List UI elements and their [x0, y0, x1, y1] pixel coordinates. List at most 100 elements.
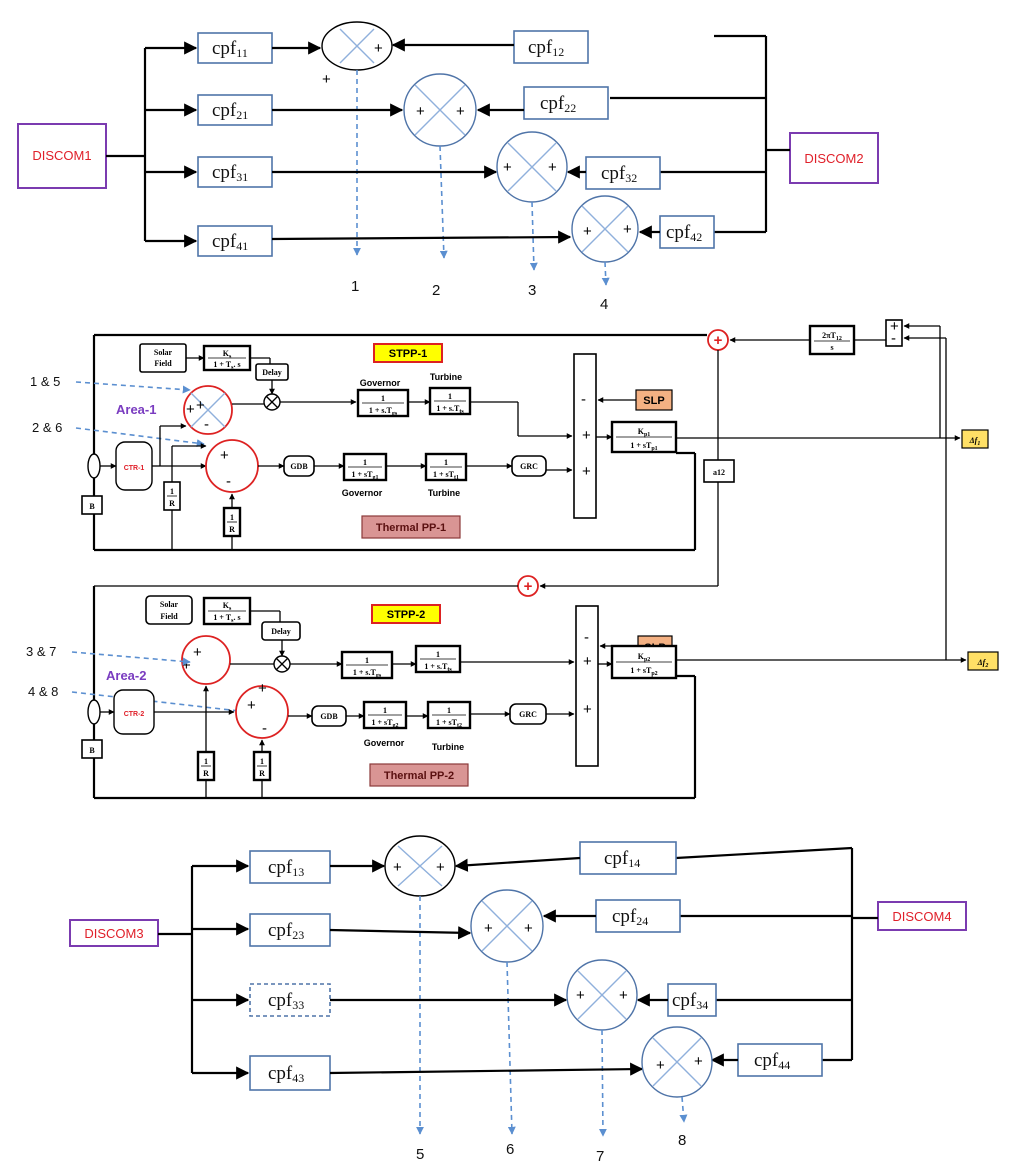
svg-text:-: -	[891, 330, 896, 347]
discom2-box	[789, 132, 879, 184]
svg-text:+: +	[193, 644, 202, 661]
svg-text:Governor: Governor	[342, 488, 383, 498]
discom1-box	[17, 123, 107, 189]
svg-text:Kp1: Kp1	[638, 427, 651, 438]
svg-text:cpf34: cpf34	[672, 990, 708, 1012]
a12-block	[703, 459, 735, 483]
svg-text:+: +	[583, 653, 592, 670]
stpp-1-label-box	[373, 343, 443, 363]
cpf44-block: cpf44	[737, 1043, 823, 1077]
svg-text:R: R	[229, 525, 235, 534]
sum-junction-4: + +	[271, 195, 660, 286]
svg-text:1: 1	[447, 706, 451, 715]
svg-text:+: +	[623, 221, 632, 238]
svg-text:1: 1	[363, 458, 367, 467]
svg-text:+: +	[393, 859, 402, 876]
cpf41-block: cpf41	[197, 225, 273, 257]
sum-junction-7: + +	[330, 959, 668, 1137]
area-1-model: Solar Field Ks 1 + Ts. s Delay STPP-1 + …	[30, 333, 989, 552]
svg-text:1: 1	[383, 706, 387, 715]
svg-text:+: +	[196, 397, 205, 414]
area-1-label: Area-1	[116, 402, 156, 417]
delay-block-2	[261, 621, 301, 641]
svg-text:1 + s.Tgs: 1 + s.Tgs	[353, 668, 382, 679]
cpf32-block: cpf32	[585, 156, 661, 190]
svg-text:+: +	[322, 71, 331, 88]
discom2-label: DISCOM2	[804, 151, 863, 166]
cpf21-block: cpf21	[197, 94, 273, 126]
svg-text:Field: Field	[160, 612, 178, 621]
svg-text:+: +	[656, 1057, 665, 1074]
svg-text:GRC: GRC	[519, 710, 537, 719]
svg-text:cpf11: cpf11	[212, 38, 248, 60]
svg-text:1: 1	[260, 757, 264, 766]
svg-text:cpf44: cpf44	[754, 1050, 790, 1072]
svg-text:+: +	[582, 427, 591, 444]
svg-text:-: -	[262, 720, 267, 737]
svg-text:Turbine: Turbine	[432, 742, 464, 752]
b-block-1	[81, 495, 103, 515]
cpf13-block: cpf13	[249, 850, 331, 884]
input-3-7: 3 & 7	[26, 644, 56, 659]
svg-text:+: +	[258, 680, 267, 697]
svg-text:cpf42: cpf42	[666, 222, 702, 244]
output-1: 1	[351, 278, 359, 295]
power-sum-bar-1	[573, 353, 597, 519]
b-block-2	[81, 739, 103, 759]
svg-text:Kp2: Kp2	[638, 652, 651, 663]
svg-text:+: +	[416, 103, 425, 120]
sum-junction-2: + +	[272, 73, 524, 259]
svg-text:Δf1: Δf1	[969, 436, 981, 447]
svg-text:+: +	[694, 1053, 703, 1070]
svg-text:Ks: Ks	[223, 349, 232, 360]
svg-text:-: -	[204, 416, 209, 433]
svg-text:+: +	[524, 578, 533, 595]
power-sum-bar-2	[575, 605, 599, 767]
svg-text:1 + Ts. s: 1 + Ts. s	[213, 360, 240, 371]
svg-text:+: +	[548, 159, 557, 176]
output-8: 8	[678, 1132, 686, 1149]
solar-sum-2	[181, 635, 231, 685]
thermal-sum-2	[235, 685, 289, 739]
ace-node-1	[87, 453, 101, 479]
ace-node-2	[87, 699, 101, 725]
sum-junction-3: + +	[272, 131, 586, 271]
svg-text:1 + sTt1: 1 + sTt1	[433, 470, 459, 481]
discom4-box	[877, 901, 967, 931]
tie-diff-block	[885, 319, 903, 347]
svg-text:cpf13: cpf13	[268, 857, 304, 879]
cpf33-block: cpf33	[249, 983, 331, 1017]
svg-text:-: -	[584, 629, 589, 646]
svg-text:1 + s.Tts: 1 + s.Tts	[436, 404, 464, 415]
svg-text:1: 1	[365, 656, 369, 665]
cpf11-block: cpf11	[197, 32, 273, 64]
stpp-2-label-box	[371, 604, 441, 624]
solar-field-2	[145, 595, 193, 625]
svg-text:2πT12: 2πT12	[822, 331, 842, 342]
svg-text:cpf22: cpf22	[540, 93, 576, 115]
svg-text:CTR-1: CTR-1	[124, 465, 145, 472]
svg-text:cpf32: cpf32	[601, 163, 637, 185]
svg-text:-: -	[226, 473, 231, 490]
grc-1	[511, 455, 547, 477]
svg-text:1 + s.Tts: 1 + s.Tts	[424, 662, 452, 673]
svg-text:1: 1	[444, 458, 448, 467]
svg-text:Thermal PP-1: Thermal PP-1	[376, 522, 446, 534]
svg-text:1: 1	[230, 513, 234, 522]
svg-text:STPP-1: STPP-1	[389, 348, 428, 360]
svg-text:Governor: Governor	[360, 378, 401, 388]
output-2: 2	[432, 282, 440, 299]
svg-text:R: R	[169, 499, 175, 508]
svg-text:CTR-2: CTR-2	[124, 711, 145, 718]
output-7: 7	[596, 1148, 604, 1165]
cpf22-block: cpf22	[523, 86, 609, 120]
svg-text:Field: Field	[154, 359, 172, 368]
svg-text:+: +	[619, 987, 628, 1004]
svg-text:1: 1	[381, 394, 385, 403]
thermal-sum-1	[205, 439, 259, 493]
svg-text:cpf33: cpf33	[268, 990, 304, 1012]
input-1-5: 1 & 5	[30, 374, 60, 389]
svg-text:+: +	[714, 332, 723, 349]
svg-text:cpf43: cpf43	[268, 1063, 304, 1085]
